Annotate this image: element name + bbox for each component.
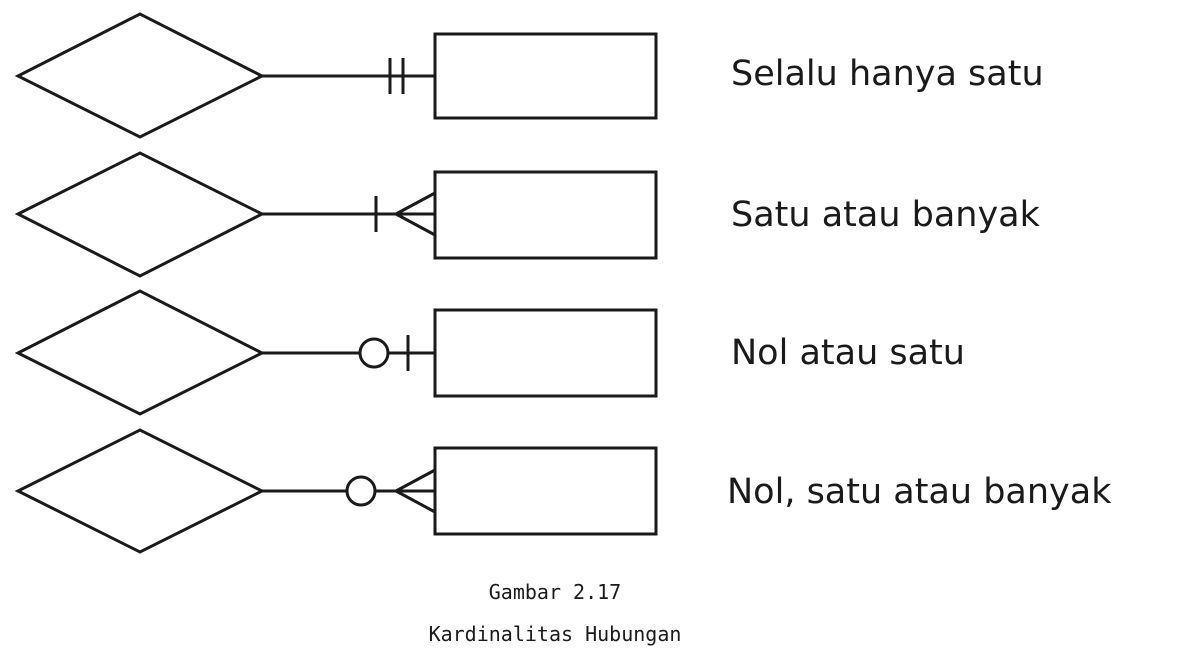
entity-box [433, 308, 658, 398]
zero-one-or-many-icon [345, 468, 436, 514]
row-zero-one-or-many: Nol, satu atau banyak [14, 428, 1112, 554]
relationship-diamond [14, 289, 266, 416]
row-one-and-only-one: Selalu hanya satu [14, 12, 1044, 139]
one-and-only-one-icon [388, 58, 405, 94]
row-label: Nol atau satu [731, 333, 965, 373]
zero-or-one-icon [358, 335, 410, 371]
one-or-many-icon [374, 191, 436, 237]
figure-number: Gambar 2.17 [488, 580, 622, 604]
relationship-diamond [14, 428, 266, 554]
row-zero-or-one: Nol atau satu [14, 289, 965, 416]
row-label: Nol, satu atau banyak [727, 472, 1112, 512]
entity-box [433, 32, 658, 120]
figure-title: Kardinalitas Hubungan [428, 622, 682, 646]
relationship-diamond [14, 151, 266, 278]
row-label: Selalu hanya satu [731, 54, 1044, 94]
relationship-diamond [14, 12, 266, 139]
entity-box [433, 170, 658, 260]
row-label: Satu atau banyak [731, 195, 1041, 235]
row-one-or-many: Satu atau banyak [14, 151, 1041, 278]
entity-box [433, 446, 658, 536]
